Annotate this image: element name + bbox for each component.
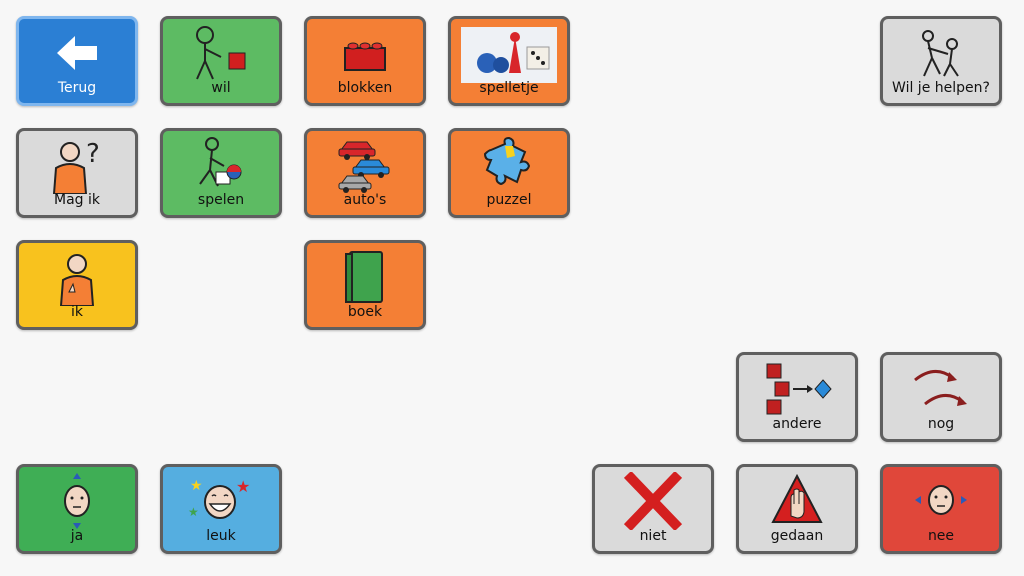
wil-je-helpen-label: Wil je helpen? xyxy=(892,80,990,96)
niet-label: niet xyxy=(639,528,667,544)
ik-button[interactable]: ik xyxy=(16,240,138,330)
svg-text:★: ★ xyxy=(188,505,199,519)
nog-button[interactable]: nog xyxy=(880,352,1002,442)
cars-icon xyxy=(307,135,423,195)
spelletje-label: spelletje xyxy=(479,80,539,96)
boek-button[interactable]: boek xyxy=(304,240,426,330)
wil-je-helpen-button[interactable]: Wil je helpen? xyxy=(880,16,1002,106)
autos-label: auto's xyxy=(343,192,387,208)
leuk-button[interactable]: ★ ★ ★ leuk xyxy=(160,464,282,554)
shake-no-icon xyxy=(883,471,999,531)
andere-label: andere xyxy=(772,416,822,432)
autos-button[interactable]: auto's xyxy=(304,128,426,218)
terug-label: Terug xyxy=(57,80,97,96)
playing-child-icon xyxy=(163,135,279,195)
puzzel-button[interactable]: puzzel xyxy=(448,128,570,218)
wil-button[interactable]: wil xyxy=(160,16,282,106)
spelen-label: spelen xyxy=(197,192,245,208)
ja-label: ja xyxy=(70,528,84,544)
mag-ik-button[interactable]: ? Mag ik xyxy=(16,128,138,218)
blokken-button[interactable]: blokken xyxy=(304,16,426,106)
arrow-left-icon xyxy=(19,23,135,83)
gedaan-label: gedaan xyxy=(770,528,824,544)
red-cross-icon xyxy=(595,471,711,531)
blokken-label: blokken xyxy=(337,80,393,96)
nod-yes-icon xyxy=(19,471,135,531)
ja-button[interactable]: ja xyxy=(16,464,138,554)
mag-ik-label: Mag ik xyxy=(54,192,100,208)
lego-block-icon xyxy=(307,23,423,83)
andere-button[interactable]: andere xyxy=(736,352,858,442)
svg-text:★: ★ xyxy=(236,477,250,496)
niet-button[interactable]: niet xyxy=(592,464,714,554)
nee-button[interactable]: nee xyxy=(880,464,1002,554)
puzzle-piece-icon xyxy=(451,135,567,195)
svg-text:?: ? xyxy=(86,139,100,169)
puzzel-label: puzzel xyxy=(486,192,532,208)
again-arrows-icon xyxy=(883,359,999,419)
terug-button[interactable]: Terug xyxy=(16,16,138,106)
person-question-icon: ? xyxy=(19,135,135,195)
boek-label: boek xyxy=(347,304,383,320)
stop-hand-icon xyxy=(739,471,855,531)
wil-label: wil xyxy=(211,80,231,96)
spelen-button[interactable]: spelen xyxy=(160,128,282,218)
ik-label: ik xyxy=(71,304,83,320)
spelletje-button[interactable]: spelletje xyxy=(448,16,570,106)
helping-people-icon xyxy=(883,23,999,83)
gedaan-button[interactable]: gedaan xyxy=(736,464,858,554)
self-person-icon xyxy=(19,247,135,307)
nee-label: nee xyxy=(927,528,955,544)
nog-label: nog xyxy=(927,416,955,432)
laughing-face-icon: ★ ★ ★ xyxy=(163,471,279,531)
svg-text:★: ★ xyxy=(190,478,203,494)
board-game-icon xyxy=(451,23,567,83)
want-person-icon xyxy=(163,23,279,83)
book-icon xyxy=(307,247,423,307)
other-shapes-icon xyxy=(739,359,855,419)
leuk-label: leuk xyxy=(206,528,236,544)
